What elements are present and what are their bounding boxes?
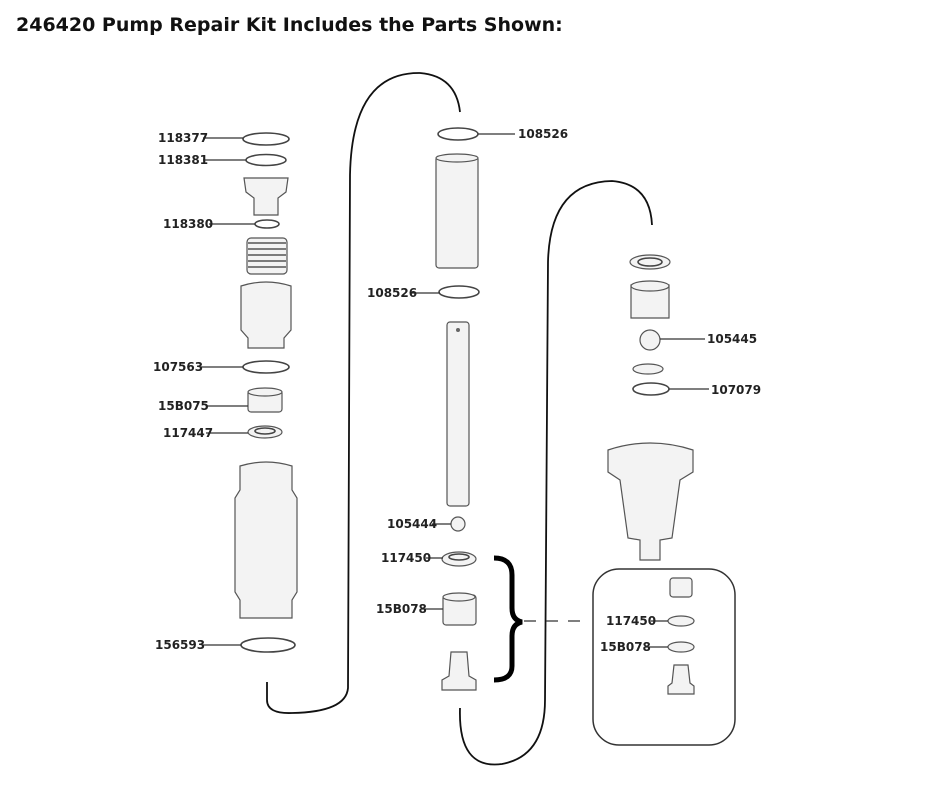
- oring-108526-mid: [438, 285, 480, 299]
- cylinder-part: [234, 461, 298, 619]
- alternate-parts-box: [592, 568, 736, 746]
- box-seal-117450: [667, 615, 695, 627]
- label-156593: 156593: [155, 638, 205, 652]
- diagram-title: 246420 Pump Repair Kit Includes the Part…: [16, 14, 563, 36]
- oring-107563: [242, 360, 290, 374]
- label-118377: 118377: [158, 131, 208, 145]
- oring-108526-top: [437, 127, 479, 141]
- label-105445: 105445: [707, 332, 757, 346]
- label-15B078: 15B078: [376, 602, 427, 616]
- label-117447: 117447: [163, 426, 213, 440]
- label-117450: 117450: [381, 551, 431, 565]
- ball-105445: [639, 329, 661, 351]
- box-bearing-part: [669, 577, 693, 598]
- ball-105444: [450, 516, 466, 532]
- gland-part: [243, 177, 289, 216]
- displacement-rod: [446, 321, 470, 507]
- left-column-parts: [234, 132, 298, 653]
- label-118380: 118380: [163, 217, 213, 231]
- piston-part: [441, 651, 477, 691]
- label-118381: 118381: [158, 153, 208, 167]
- oring-118380: [254, 219, 280, 229]
- box-piston-part: [667, 664, 695, 695]
- brace-bracket: [493, 555, 523, 683]
- oring-107079: [632, 382, 670, 396]
- label-15B075: 15B075: [158, 399, 209, 413]
- spring-part: [246, 237, 288, 275]
- right-column-parts: [607, 254, 694, 561]
- oring-118377: [242, 132, 290, 146]
- label-108526-mid: 108526: [367, 286, 417, 300]
- spring-coils: [248, 242, 286, 268]
- box-bearing-15B078: [667, 641, 695, 653]
- middle-column-parts: [435, 127, 480, 691]
- label-117450-box: 117450: [606, 614, 656, 628]
- hose-left: [266, 72, 461, 714]
- label-107563: 107563: [153, 360, 203, 374]
- oring-156593: [240, 637, 296, 653]
- label-105444: 105444: [387, 517, 437, 531]
- label-107079: 107079: [711, 383, 761, 397]
- label-15B078-box: 15B078: [600, 640, 651, 654]
- seat-part: [632, 363, 664, 375]
- intake-housing: [607, 442, 694, 561]
- hose-right: [459, 180, 653, 766]
- oring-118381: [245, 153, 287, 167]
- label-108526-top: 108526: [518, 127, 568, 141]
- valve-seat-top: [629, 254, 671, 270]
- sleeve-part: [435, 155, 479, 269]
- housing-part: [240, 281, 292, 349]
